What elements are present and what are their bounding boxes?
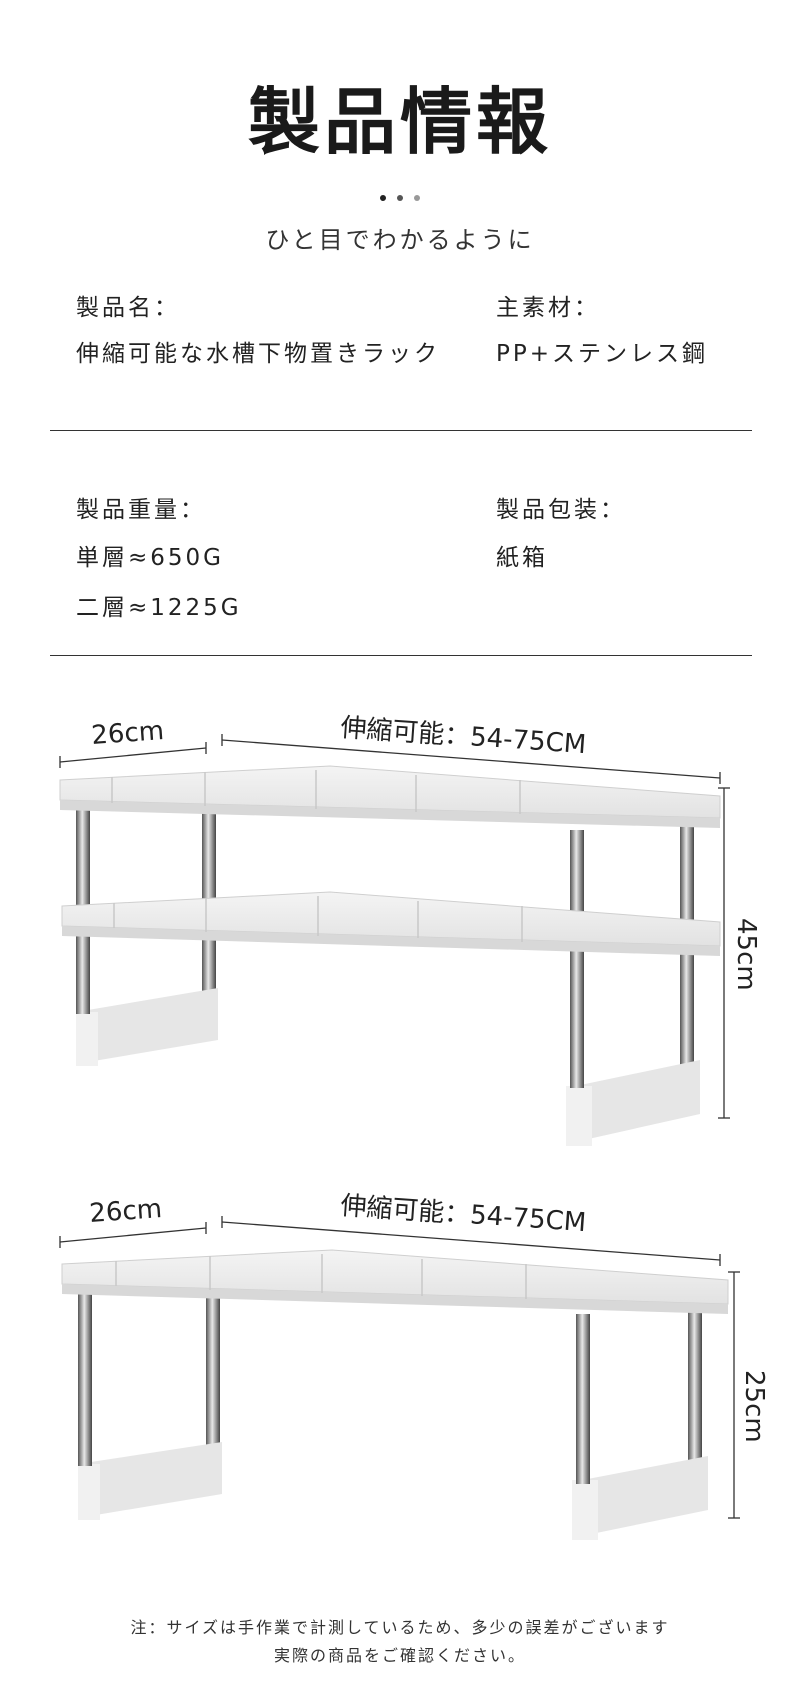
width-label: 伸縮可能：54-75CM xyxy=(340,713,588,760)
rack-foot xyxy=(572,1480,598,1540)
height-label: 45cm xyxy=(731,918,761,991)
single-shelf xyxy=(61,1249,729,1305)
width-dimension-line xyxy=(221,1216,721,1266)
material-label: 主素材： xyxy=(496,295,600,321)
upper-shelf xyxy=(59,765,721,819)
dot-3 xyxy=(414,195,421,201)
section-divider-2 xyxy=(50,655,752,656)
package-label: 製品包装： xyxy=(496,497,626,523)
height-label: 25cm xyxy=(739,1370,769,1443)
footer-note-line-2: 実際の商品をご確認ください。 xyxy=(273,1646,526,1665)
rack-foot-panel xyxy=(76,988,218,1064)
lower-shelf-slats xyxy=(113,896,523,942)
weight-label: 製品重量： xyxy=(76,497,206,523)
single-shelf-slats xyxy=(115,1254,527,1299)
height-dimension-line xyxy=(728,1271,740,1519)
weight-double-value: 二層≈1225G xyxy=(76,595,242,621)
rack-foot-panel xyxy=(572,1456,708,1538)
upper-shelf-slats xyxy=(111,770,521,814)
height-dimension-line xyxy=(718,787,730,1119)
rack-leg xyxy=(78,1280,92,1466)
rack-foot-panel xyxy=(78,1442,222,1518)
depth-dimension-line xyxy=(59,1222,207,1248)
rack-foot xyxy=(566,1086,592,1146)
two-tier-rack-diagram: 26cm 伸縮可能：54-75CM 45cm xyxy=(59,713,761,1146)
rack-leg xyxy=(576,1314,590,1484)
weight-single-value: 単層≈650G xyxy=(76,545,224,571)
rack-foot-panel xyxy=(566,1060,700,1144)
depth-label: 26cm xyxy=(88,1194,163,1229)
package-value: 紙箱 xyxy=(496,545,548,571)
page-title: 製品情報 xyxy=(247,80,552,164)
dot-1 xyxy=(379,195,386,201)
divider-dots xyxy=(0,186,800,205)
width-dimension-line xyxy=(221,734,721,784)
lower-shelf-edge xyxy=(62,926,720,956)
rack-foot xyxy=(78,1464,100,1520)
product-name-label: 製品名： xyxy=(76,295,180,321)
single-shelf-edge xyxy=(62,1284,728,1314)
section-divider-1 xyxy=(50,430,752,431)
page-subtitle: ひと目でわかるように xyxy=(265,226,535,254)
product-name-value: 伸縮可能な水槽下物置きラック xyxy=(76,341,440,367)
depth-label: 26cm xyxy=(90,716,165,751)
material-value: PP+ステンレス鋼 xyxy=(496,341,709,367)
lower-shelf xyxy=(61,891,721,947)
footer-note-line-1: 注：サイズは手作業で計測しているため、多少の誤差がございます xyxy=(130,1618,670,1637)
single-tier-rack-diagram: 26cm 伸縮可能：54-75CM 25cm xyxy=(59,1191,769,1540)
depth-dimension-line xyxy=(59,742,207,768)
dot-2 xyxy=(397,195,403,201)
rack-leg xyxy=(570,830,584,1088)
rack-leg xyxy=(206,1280,220,1476)
width-label: 伸縮可能：54-75CM xyxy=(340,1191,588,1238)
rack-foot xyxy=(76,1012,98,1066)
upper-shelf-edge xyxy=(60,800,720,828)
